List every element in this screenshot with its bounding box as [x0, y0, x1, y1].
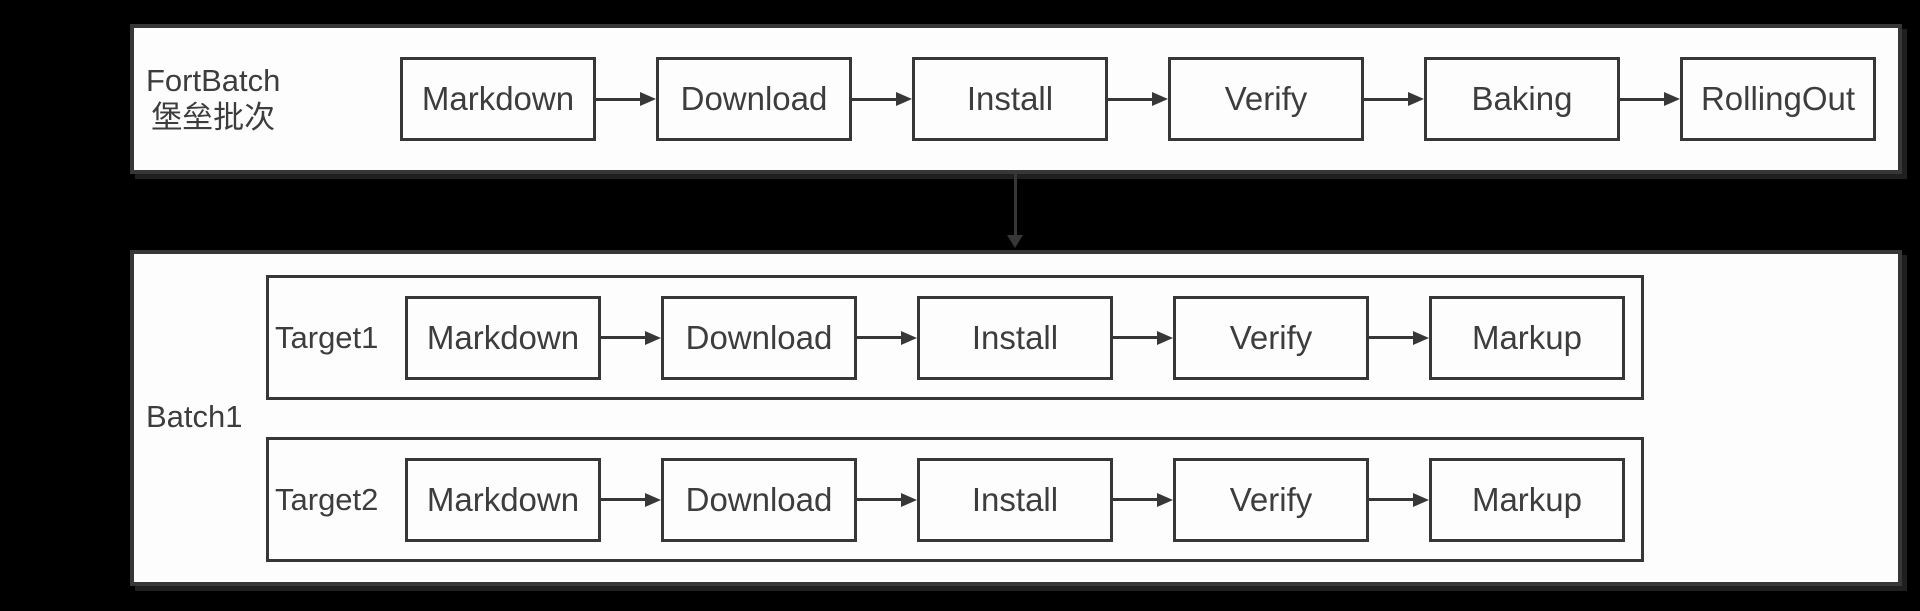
batch1-label: Batch1	[146, 399, 243, 434]
stage-node-markdown: Markdown	[400, 57, 596, 141]
stage-node-baking: Baking	[1424, 57, 1620, 141]
arrow-right-icon	[601, 330, 661, 345]
arrow-tip	[901, 492, 917, 507]
arrow-tip	[901, 330, 917, 345]
stage-node-install: Install	[917, 295, 1113, 380]
arrow-shaft	[1113, 336, 1157, 339]
arrow-tip	[1007, 235, 1023, 248]
arrow-shaft	[1364, 97, 1408, 101]
arrow-tip	[1408, 92, 1424, 106]
target2-label: Target2	[275, 481, 379, 517]
arrow-tip	[1157, 492, 1173, 507]
arrow-shaft	[601, 336, 645, 339]
target1-row: Target1 Markdown Download Install Verify…	[266, 275, 1644, 400]
arrow-shaft	[1620, 97, 1664, 101]
arrow-right-icon	[857, 330, 917, 345]
arrow-tip	[1413, 330, 1429, 345]
arrow-tip	[640, 92, 656, 106]
arrow-shaft	[1113, 498, 1157, 501]
target2-flow: Markdown Download Install Verify Markup	[405, 457, 1625, 542]
fortbatch-title-en: FortBatch	[146, 62, 281, 98]
arrow-down-icon	[1007, 174, 1023, 248]
arrow-tip	[1413, 492, 1429, 507]
stage-node-rollingout: RollingOut	[1680, 57, 1876, 141]
arrow-right-icon	[601, 492, 661, 507]
arrow-tip	[645, 492, 661, 507]
arrow-right-icon	[1620, 92, 1680, 106]
arrow-right-icon	[852, 92, 912, 106]
arrow-right-icon	[1369, 330, 1429, 345]
arrow-tip	[1664, 92, 1680, 106]
arrow-shaft	[1013, 174, 1017, 235]
stage-node-verify: Verify	[1168, 57, 1364, 141]
stage-node-install: Install	[912, 57, 1108, 141]
stage-node-verify: Verify	[1173, 295, 1369, 380]
arrow-right-icon	[596, 92, 656, 106]
arrow-tip	[645, 330, 661, 345]
fortbatch-label: FortBatch 堡垒批次	[146, 62, 280, 136]
fortbatch-flow: Markdown Download Install Verify Baking …	[400, 57, 1876, 141]
stage-node-download: Download	[661, 295, 857, 380]
arrow-right-icon	[857, 492, 917, 507]
arrow-right-icon	[1369, 492, 1429, 507]
stage-node-download: Download	[661, 457, 857, 542]
stage-node-markdown: Markdown	[405, 295, 601, 380]
arrow-shaft	[1369, 336, 1413, 339]
arrow-tip	[896, 92, 912, 106]
arrow-right-icon	[1113, 492, 1173, 507]
arrow-shaft	[1369, 498, 1413, 501]
arrow-tip	[1157, 330, 1173, 345]
arrow-tip	[1152, 92, 1168, 106]
fortbatch-title-zh: 堡垒批次	[151, 100, 276, 135]
arrow-shaft	[857, 498, 901, 501]
stage-node-markdown: Markdown	[405, 457, 601, 542]
arrow-shaft	[596, 97, 640, 101]
arrow-right-icon	[1364, 92, 1424, 106]
arrow-right-icon	[1113, 330, 1173, 345]
batch1-panel: Batch1 Target1 Markdown Download Install…	[130, 250, 1902, 586]
target1-flow: Markdown Download Install Verify Markup	[405, 295, 1625, 380]
arrow-shaft	[852, 97, 896, 101]
stage-node-verify: Verify	[1173, 457, 1369, 542]
stage-node-install: Install	[917, 457, 1113, 542]
target1-label: Target1	[275, 319, 379, 355]
target2-row: Target2 Markdown Download Install Verify…	[266, 437, 1644, 562]
stage-node-markup: Markup	[1429, 457, 1625, 542]
stage-node-download: Download	[656, 57, 852, 141]
arrow-shaft	[601, 498, 645, 501]
fortbatch-panel: FortBatch 堡垒批次 Markdown Download Install…	[130, 24, 1902, 174]
arrow-shaft	[857, 336, 901, 339]
arrow-shaft	[1108, 97, 1152, 101]
arrow-right-icon	[1108, 92, 1168, 106]
stage-node-markup: Markup	[1429, 295, 1625, 380]
